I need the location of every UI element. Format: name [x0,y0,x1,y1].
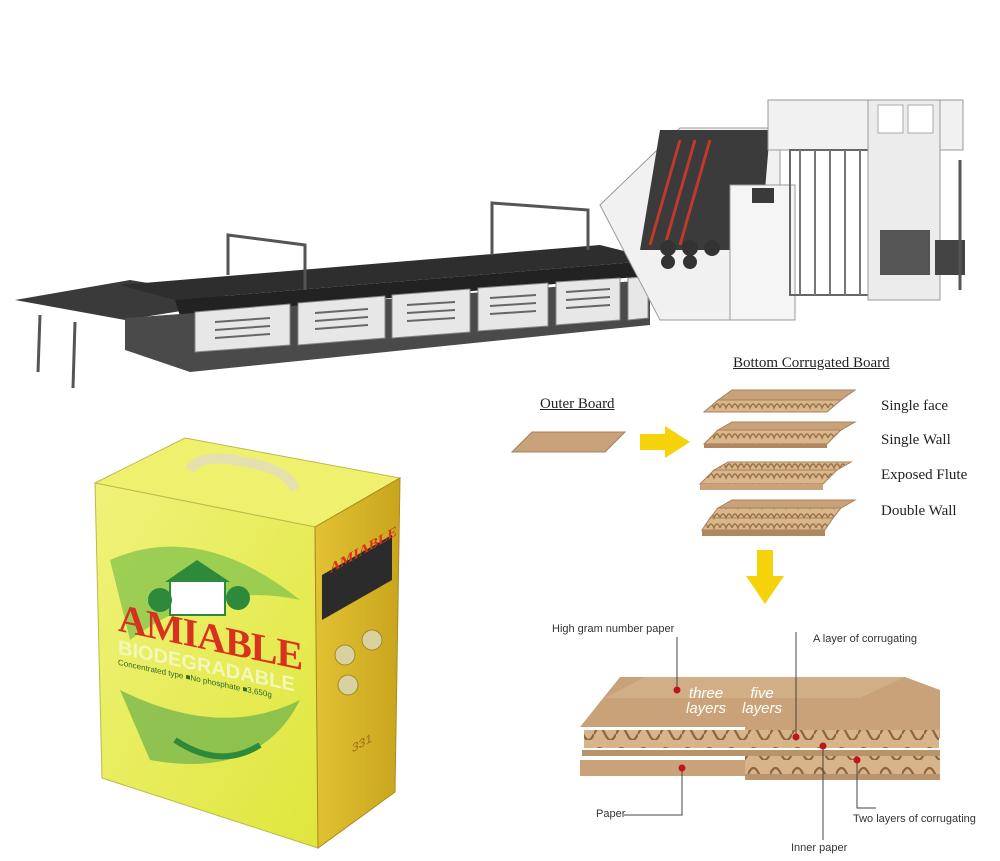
outer-board-sheet [510,431,627,453]
board-types-graphic [510,389,857,604]
two-layers-corrugating-label: Two layers of corrugating [853,813,976,825]
board-type-single-face: Single face [881,398,949,414]
board-type-double-wall: Double Wall [881,503,957,519]
right-arrow-icon [640,426,690,458]
laminating-machine-illustration [15,99,965,389]
paper-label: Paper [596,808,626,820]
down-arrow-icon [746,550,784,604]
board-type-exposed-flute: Exposed Flute [881,467,968,483]
five-layers-text: five layers [742,685,783,717]
three-layers-text: three layers [686,685,727,717]
corrugating-layer-label: A layer of corrugating [813,633,917,645]
bottom-corrugated-board-label: Bottom Corrugated Board [733,355,890,371]
high-gram-paper-label: High gram number paper [552,623,675,635]
board-type-single-wall: Single Wall [881,432,951,448]
outer-board-label: Outer Board [540,396,615,412]
inner-paper-label: Inner paper [791,842,848,854]
